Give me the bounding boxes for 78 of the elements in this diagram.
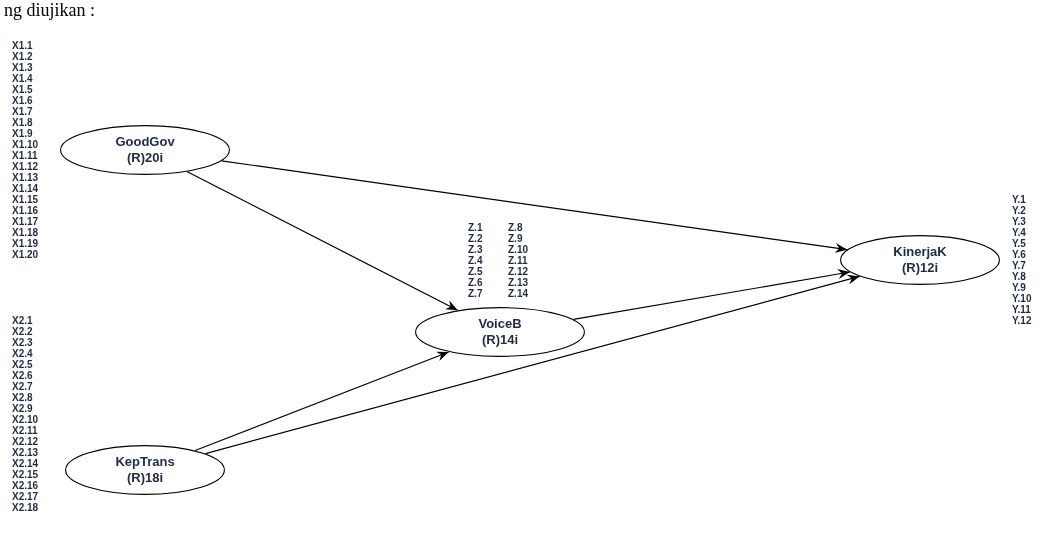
indicator-label: Z.2	[468, 233, 483, 244]
indicator-count: (R)14i	[481, 332, 519, 348]
indicator-label: X2.5	[12, 359, 33, 370]
indicator-label: X2.2	[12, 326, 33, 337]
indicator-label: Z.4	[468, 255, 483, 266]
indicator-label: X1.17	[12, 216, 39, 227]
indicator-label: X1.7	[12, 106, 33, 117]
indicator-label: Z.9	[508, 233, 523, 244]
indicator-label: Y.8	[1012, 271, 1026, 282]
indicator-label: Y.5	[1012, 238, 1026, 249]
indicator-label: Z.5	[468, 266, 483, 277]
indicator-label: X1.8	[12, 117, 33, 128]
indicator-label: X1.19	[12, 238, 39, 249]
indicator-label: Z.11	[508, 255, 528, 266]
indicator-label: Y.4	[1012, 227, 1026, 238]
indicator-label: X2.11	[12, 425, 38, 436]
indicator-count: (R)12i	[901, 260, 939, 276]
variable-name: KepTrans	[115, 454, 175, 470]
indicator-label: Z.1	[468, 222, 483, 233]
indicator-count: (R)20i	[126, 150, 164, 166]
indicator-label: Y.1	[1012, 194, 1026, 205]
arrow	[572, 269, 851, 320]
indicator-label: X1.2	[12, 51, 33, 62]
variable-name: KinerjaK	[893, 244, 947, 260]
variable-name: VoiceB	[478, 316, 522, 332]
indicator-label: Y.10	[1012, 293, 1032, 304]
indicator-label: X1.13	[12, 172, 39, 183]
indicator-label: X2.15	[12, 469, 39, 480]
indicator-label: X1.14	[12, 183, 39, 194]
indicator-label: X1.6	[12, 95, 33, 106]
indicator-count: (R)18i	[126, 470, 164, 486]
indicator-label: X2.1	[12, 315, 33, 326]
indicator-label: Z.8	[508, 222, 523, 233]
indicator-label: X2.16	[12, 480, 39, 491]
indicator-label: X1.15	[12, 194, 39, 205]
indicator-label: X2.9	[12, 403, 33, 414]
indicator-label: X1.11	[12, 150, 38, 161]
indicator-label: Y.6	[1012, 249, 1026, 260]
indicator-label: Y.9	[1012, 282, 1026, 293]
indicator-label: Y.11	[1012, 304, 1031, 315]
indicator-label: Y.3	[1012, 216, 1026, 227]
indicator-label: X1.12	[12, 161, 39, 172]
indicator-label: X2.12	[12, 436, 39, 447]
indicator-label: X1.4	[12, 73, 33, 84]
indicator-label: Z.10	[508, 244, 528, 255]
indicator-label: X1.20	[12, 249, 39, 260]
note-text: ng diujikan :	[4, 0, 95, 21]
indicator-label: Z.12	[508, 266, 528, 277]
indicator-label: X2.18	[12, 502, 39, 513]
arrow	[194, 351, 450, 452]
indicator-label: Y.7	[1012, 260, 1026, 271]
indicator-label: Z.13	[508, 277, 528, 288]
indicator-label: X1.1	[12, 40, 33, 51]
indicator-label: X2.14	[12, 458, 39, 469]
indicator-label: X2.3	[12, 337, 33, 348]
arrow	[204, 274, 861, 455]
indicator-label: Z.6	[468, 277, 483, 288]
indicator-label: Z.7	[468, 288, 483, 299]
indicator-label: X1.9	[12, 128, 33, 139]
indicator-label: X1.18	[12, 227, 39, 238]
indicator-label: X2.7	[12, 381, 33, 392]
indicator-label: Z.3	[468, 244, 483, 255]
indicator-label: X2.17	[12, 491, 39, 502]
indicator-label: Y.12	[1012, 315, 1032, 326]
indicator-label: X2.8	[12, 392, 33, 403]
variable-name: GoodGov	[115, 134, 175, 150]
indicator-label: X1.5	[12, 84, 33, 95]
indicator-label: X1.16	[12, 205, 39, 216]
arrow	[186, 171, 459, 311]
arrow	[220, 160, 848, 253]
indicator-label: Y.2	[1012, 205, 1026, 216]
indicator-label: Z.14	[508, 288, 528, 299]
indicator-label: X2.10	[12, 414, 39, 425]
indicator-label: X1.10	[12, 139, 39, 150]
indicator-label: X1.3	[12, 62, 33, 73]
indicator-label: X2.4	[12, 348, 33, 359]
indicator-label: X2.6	[12, 370, 33, 381]
indicator-label: X2.13	[12, 447, 39, 458]
